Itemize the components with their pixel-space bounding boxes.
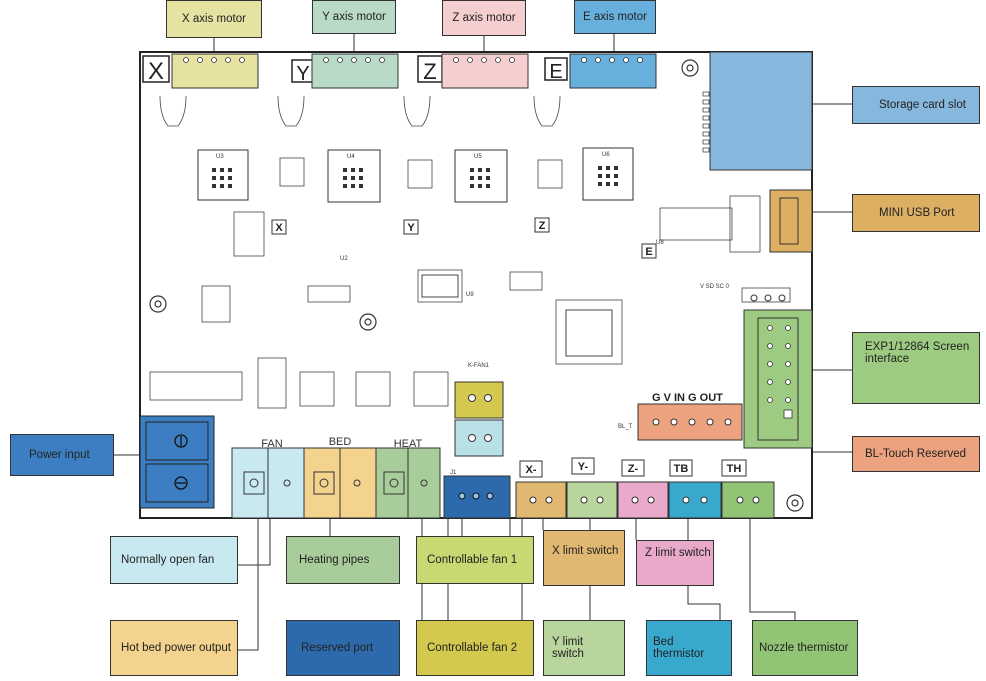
label-normally-open-fan: Normally open fan [110, 536, 238, 584]
chip-label-u3: U3 [216, 154, 224, 160]
label-controllable-fan-2: Controllable fan 2 [416, 620, 534, 676]
silk-limit-z: Z- [628, 463, 639, 475]
label-nozzle-thermistor: Nozzle thermistor [752, 620, 858, 676]
chip-label-u5: U5 [474, 154, 482, 160]
label-bed-thermistor: Bed thermistor [646, 620, 732, 676]
label-e-axis-motor: E axis motor [574, 0, 656, 34]
silk-j1: J1 [450, 470, 457, 476]
silk-bed: BED [329, 436, 352, 448]
label-reserved-port: Reserved port [286, 620, 400, 676]
terminal-screw-icon [174, 434, 188, 490]
silk-limit-x: X- [526, 464, 537, 476]
chip-label-u8: U8 [656, 240, 664, 246]
label-hot-bed-power-output: Hot bed power output [110, 620, 238, 676]
label-z-limit-switch: Z limit switch [636, 540, 714, 586]
label-y-limit-switch: Y limit switch [543, 620, 625, 676]
pcb-board: X Y Z E [139, 51, 813, 519]
chip-label-u4: U4 [347, 154, 355, 160]
silk-vsdsc: V SD SC 0 [700, 284, 730, 290]
tag-x: X [275, 222, 283, 234]
silk-kfan: K-FAN1 [468, 363, 490, 369]
silk-blt: BL_T [618, 424, 633, 430]
label-y-axis-motor: Y axis motor [312, 0, 396, 34]
chip-label-u9: U9 [466, 292, 474, 298]
silk-limit-th: TH [727, 463, 742, 475]
axis-letter-z: Z [423, 59, 436, 84]
label-z-axis-motor: Z axis motor [442, 0, 526, 36]
label-screen-interface: EXP1/12864 Screen interface [852, 332, 980, 404]
silk-ginout: G V IN G OUT [652, 392, 723, 404]
label-storage-card-slot: Storage card slot [852, 86, 980, 124]
axis-letter-e: E [549, 61, 562, 83]
label-bltouch-reserved: BL-Touch Reserved [852, 436, 980, 472]
tag-y: Y [407, 222, 415, 234]
label-mini-usb-port: MINI USB Port [852, 194, 980, 232]
mounting-hole-icon [149, 59, 804, 512]
label-power-input: Power input [10, 434, 114, 476]
label-heating-pipes: Heating pipes [286, 536, 400, 584]
axis-letter-y: Y [296, 63, 309, 85]
label-x-limit-switch: X limit switch [543, 530, 625, 586]
chip-label-u6: U6 [602, 152, 610, 158]
silk-limit-tb: TB [674, 463, 689, 475]
chip-label-u2: U2 [340, 256, 348, 262]
tag-e: E [645, 246, 652, 258]
silk-fan: FAN [261, 438, 282, 450]
tag-z: Z [539, 220, 546, 232]
axis-letter-x: X [148, 58, 164, 85]
label-x-axis-motor: X axis motor [166, 0, 262, 38]
label-controllable-fan-1: Controllable fan 1 [416, 536, 534, 584]
silk-heat: HEAT [394, 438, 423, 450]
silk-limit-y: Y- [578, 461, 589, 473]
